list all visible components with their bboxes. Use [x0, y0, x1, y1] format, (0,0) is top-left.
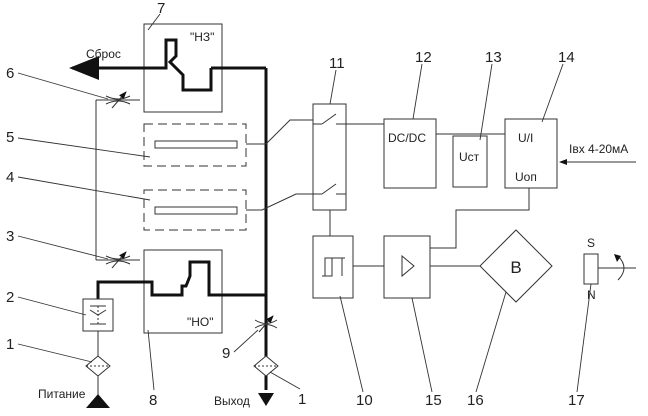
callout-10: 10	[356, 392, 373, 409]
supply-filter-icon	[85, 355, 111, 377]
callout-8: 8	[149, 392, 157, 409]
ust-label: Uст	[459, 150, 480, 164]
callout-11: 11	[329, 55, 345, 72]
ui-label: U/I	[518, 131, 533, 145]
amplifier-block	[383, 235, 431, 299]
no-valve-label: "НО"	[187, 315, 214, 329]
callout-15: 15	[425, 392, 442, 409]
pole-n-label: N	[587, 288, 596, 302]
magnet-block: S N	[583, 236, 636, 302]
callout-4: 4	[6, 169, 14, 186]
throttle-9-icon	[254, 315, 278, 333]
dcdc-block: DC/DC	[383, 118, 437, 189]
supply-triangle-icon	[86, 394, 110, 408]
callout-12: 12	[415, 49, 432, 66]
callout-7: 7	[157, 0, 165, 17]
callout-16: 16	[467, 392, 484, 409]
bridge-block: B	[479, 229, 553, 303]
rotation-arrow-icon	[617, 255, 625, 281]
coil-wiring	[246, 119, 313, 211]
callout-9: 9	[222, 345, 230, 362]
bridge-label: B	[510, 258, 521, 277]
callout-13: 13	[485, 49, 502, 66]
nc-valve-label: "НЗ"	[190, 30, 214, 44]
callout-3: 3	[6, 228, 14, 245]
callout-1a: 1	[6, 336, 14, 353]
input-signal: Iвх 4-20мА	[559, 142, 636, 165]
no-valve-path	[96, 260, 266, 300]
electromagnet-lower	[143, 189, 247, 231]
throttle-6-icon	[105, 91, 131, 109]
switch-block	[312, 103, 347, 211]
callout-6: 6	[6, 65, 14, 82]
throttle-3-icon	[105, 251, 131, 269]
output-arrow-icon	[258, 393, 274, 406]
callout-14: 14	[558, 49, 575, 66]
ust-block: Uст	[452, 135, 488, 188]
reset-line	[69, 38, 266, 92]
uop-label: Uоп	[515, 170, 537, 184]
throttle-block	[82, 298, 114, 332]
feedback-wire	[430, 188, 530, 249]
input-signal-label: Iвх 4-20мА	[569, 142, 628, 156]
output-label: Выход	[214, 394, 250, 408]
pneumatic-channel	[95, 99, 140, 261]
supply-label: Питание	[38, 387, 86, 401]
reset-label: Сброс	[86, 47, 121, 61]
dcdc-label: DC/DC	[388, 131, 426, 145]
callout-5: 5	[6, 129, 14, 146]
callout-17: 17	[568, 392, 585, 409]
trigger-block	[312, 235, 354, 299]
output-filter-icon	[253, 355, 279, 377]
electromagnet-upper	[143, 123, 247, 167]
callout-2: 2	[6, 289, 14, 306]
ui-converter-block: U/I Uоп	[504, 118, 558, 189]
pole-s-label: S	[587, 236, 595, 250]
callout-leaders	[17, 13, 592, 393]
callout-1b: 1	[298, 391, 306, 408]
